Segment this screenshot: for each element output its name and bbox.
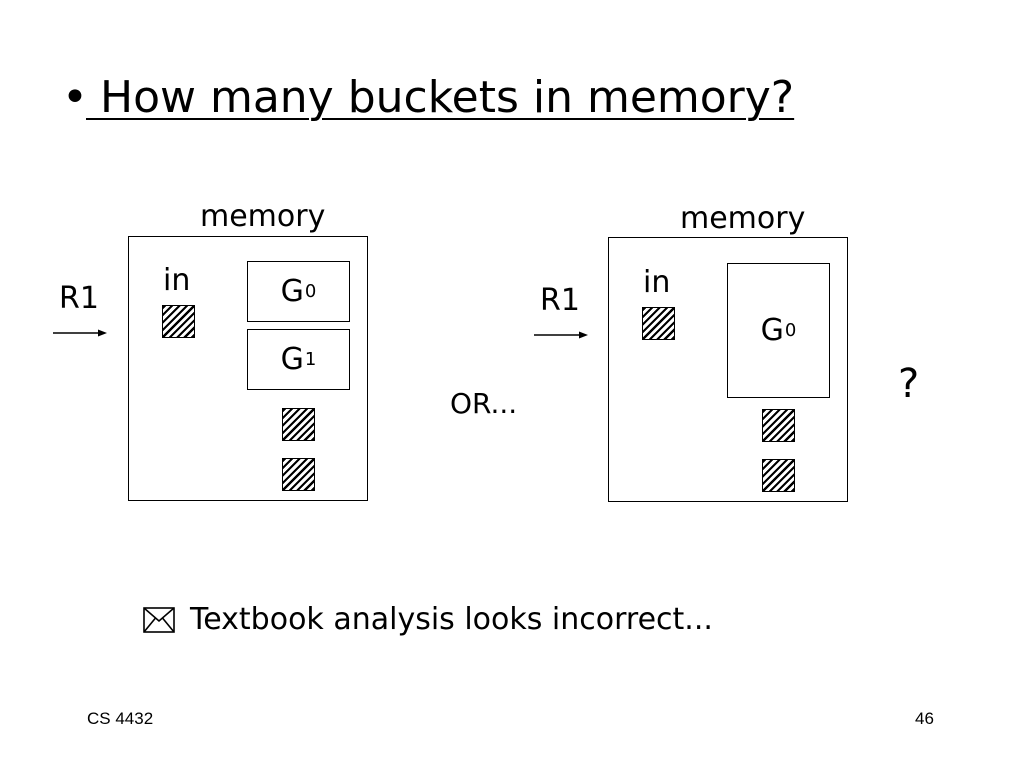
footer-course: CS 4432 [87,709,154,728]
note-text: Textbook analysis looks incorrect... [190,602,713,637]
left-input-block [162,305,195,338]
right-input-arrow [534,331,588,339]
bucket-subscript: 0 [304,281,317,302]
bucket-letter: G [760,313,784,348]
slide-title: • How many buckets in memory? [62,70,794,126]
left-output-block-1 [282,408,315,441]
bullet: • [62,72,88,123]
footer-page-number: 46 [915,709,934,728]
envelope-icon [143,607,175,633]
right-input-block [642,307,675,340]
right-input-label: R1 [540,283,580,318]
or-label: OR... [450,387,518,420]
title-text: How many buckets in memory? [86,72,795,123]
left-input-arrow [53,329,107,337]
bucket-letter: G [280,274,304,309]
left-memory-label: memory [200,199,326,234]
bucket-letter: G [280,342,304,377]
right-memory-label: memory [680,201,806,236]
right-in-label: in [643,265,671,300]
bucket-subscript: 1 [304,349,317,370]
left-output-block-2 [282,458,315,491]
right-output-block-2 [762,459,795,492]
right-output-block-1 [762,409,795,442]
question-mark: ? [898,361,920,407]
bucket-subscript: 0 [784,320,797,341]
left-in-label: in [163,263,191,298]
left-input-label: R1 [59,281,99,316]
